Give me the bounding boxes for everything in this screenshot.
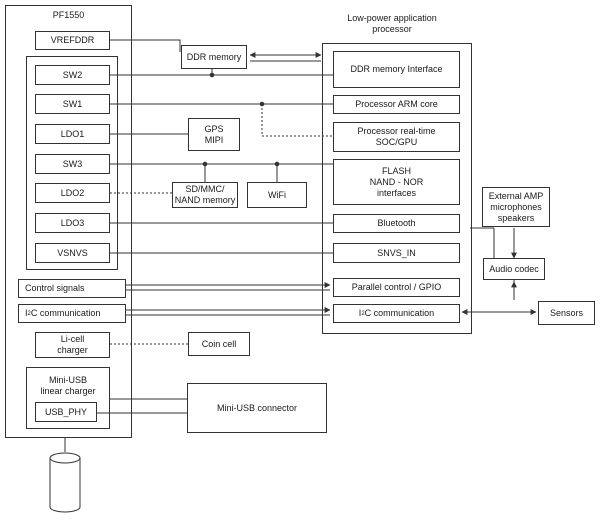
vrefddr-to-ddr-line (110, 39, 181, 52)
regulator-group-frame (26, 56, 118, 270)
processor-title: Low-power application processor (322, 13, 462, 35)
pf1550-title: PF1550 (52, 10, 85, 20)
ext-line-2: microphones (490, 201, 542, 212)
miniusb-line-2: linear charger (40, 386, 96, 396)
external-amp-block: External AMP microphones speakers (482, 187, 550, 227)
flash-line-1: FLASH (381, 165, 411, 176)
battery-icon (49, 452, 81, 513)
sw3-block: SW3 (35, 154, 110, 174)
pf1550-frame (5, 5, 132, 438)
licell-line-2: charger (57, 345, 88, 355)
processor-title-line-1: Low-power application (347, 13, 437, 23)
ldo3-block: LDO3 (35, 213, 110, 233)
pmic-i2c-prefix: I (25, 308, 28, 318)
usb-phy-block: USB_PHY (35, 402, 97, 422)
proc-i2c-suffix: C communication (364, 308, 435, 318)
snvs-in-block: SNVS_IN (333, 243, 460, 263)
vsnvs-block: VSNVS (35, 243, 110, 263)
pmic-i2c-suffix: C communication (30, 308, 101, 318)
miniusb-connector-block: Mini-USB connector (187, 383, 327, 433)
sw2-block: SW2 (35, 65, 110, 85)
arm-core-block: Processor ARM core (333, 95, 460, 114)
processor-frame (322, 43, 472, 334)
double-arrows (119, 52, 537, 316)
flash-interfaces-block: FLASH NAND - NOR interfaces (333, 159, 460, 205)
ddr-memory-block: DDR memory (181, 45, 247, 69)
flash-line-3: interfaces (376, 187, 417, 198)
audio-codec-block: Audio codec (483, 258, 545, 280)
ext-line-1: External AMP (488, 190, 544, 201)
gps-line-1: GPS (204, 123, 224, 134)
sd-nand-block: SD/MMC/ NAND memory (172, 182, 238, 208)
processor-title-line-2: processor (372, 24, 412, 34)
parallel-gpio-block: Parallel control / GPIO (333, 278, 460, 297)
coin-cell-block: Coin cell (188, 332, 250, 356)
sensors-block: Sensors (538, 301, 595, 325)
rt-line-2: SOC/GPU (375, 137, 418, 147)
ldo1-block: LDO1 (35, 124, 110, 144)
realtime-soc-block: Processor real-time SOC/GPU (333, 122, 460, 152)
control-signals-block: Control signals (18, 279, 126, 298)
miniusb-charger-frame (26, 367, 110, 429)
sd-line-2: NAND memory (174, 195, 236, 205)
bluetooth-block: Bluetooth (333, 214, 460, 233)
flash-line-2: NAND - NOR (369, 176, 424, 187)
wifi-block: WiFi (247, 182, 307, 208)
rt-line-1: Processor real-time (357, 126, 436, 136)
licell-line-1: Li-cell (60, 334, 85, 344)
gps-line-2: MIPI (204, 134, 224, 145)
miniusb-line-1: Mini-USB (48, 375, 87, 385)
proc-i2c-prefix: I (358, 308, 362, 318)
sw2-junction-dot (209, 72, 215, 78)
ldo2-block: LDO2 (35, 183, 110, 203)
sw1-block: SW1 (35, 94, 110, 114)
vrefddr-block: VREFDDR (35, 31, 110, 50)
sw1-to-realtime-dotted-line (261, 104, 333, 137)
sd-line-1: SD/MMC/ (185, 184, 225, 194)
licell-charger-block: Li-cell charger (35, 332, 110, 358)
ddr-interface-block: DDR memory Interface (333, 51, 460, 88)
miniusb-charger-label: Mini-USB linear charger (26, 375, 110, 397)
gps-mipi-block: GPS MIPI (188, 118, 240, 151)
ext-line-3: speakers (497, 212, 535, 223)
